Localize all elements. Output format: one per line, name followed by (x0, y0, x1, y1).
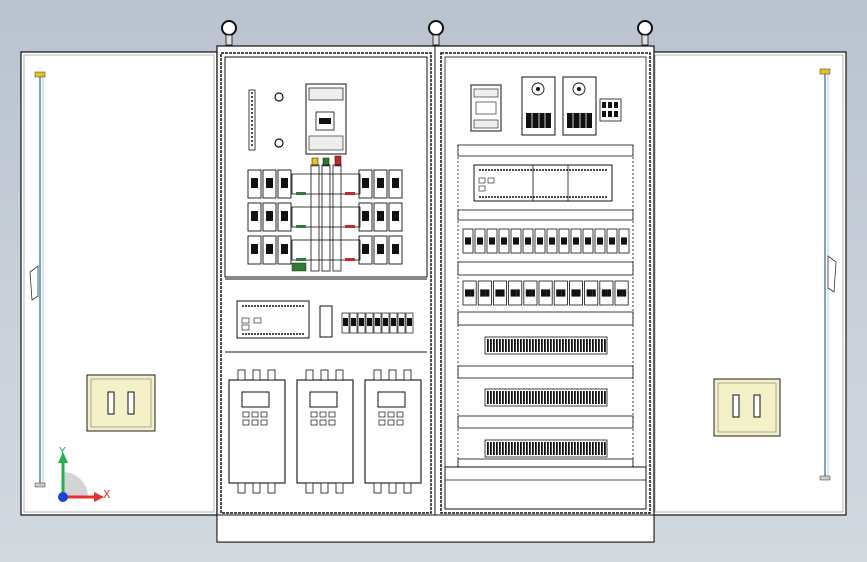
din-terminal (341, 312, 350, 334)
lifting-eye-right (637, 20, 653, 46)
vfd-units (228, 369, 422, 494)
left-plc-module (236, 300, 310, 339)
right-door (651, 51, 847, 516)
busbar-phase-markers (311, 155, 342, 167)
vfd-drive (364, 369, 422, 494)
left-din-terminal-block (341, 312, 414, 334)
branch-breaker (247, 169, 262, 199)
relay-module (486, 228, 498, 254)
left-small-module (319, 305, 333, 338)
relay-module (462, 280, 477, 306)
terminal-strip (484, 336, 608, 355)
din-terminal (373, 312, 382, 334)
right-hinge-rod (819, 68, 837, 481)
relay-module (462, 228, 474, 254)
branch-breaker (262, 202, 277, 232)
lifting-eye-left (221, 20, 237, 46)
relay-module (477, 280, 492, 306)
indicator-lamp-top (274, 92, 284, 102)
relay-module (569, 280, 584, 306)
breaker-wiring (291, 239, 361, 261)
branch-breaker (247, 235, 262, 265)
din-terminal (405, 312, 414, 334)
relay-module (508, 280, 523, 306)
y-axis-label: Y (58, 445, 66, 458)
fuse-block (599, 98, 622, 122)
relay-module (606, 228, 618, 254)
relay-row-2 (462, 280, 629, 306)
relay-module (558, 228, 570, 254)
branch-breaker (388, 235, 403, 265)
small-breaker-unit (470, 84, 502, 132)
coordinate-triad: Y X (58, 445, 111, 502)
relay-module (534, 228, 546, 254)
branch-breaker (277, 235, 292, 265)
relay-module (492, 280, 507, 306)
vfd-drive (296, 369, 354, 494)
relay-module (523, 280, 538, 306)
branch-breaker (262, 169, 277, 199)
relay-module (582, 228, 594, 254)
branch-breaker (388, 202, 403, 232)
vertical-terminal-strip (248, 89, 256, 151)
vfd-drive (228, 369, 286, 494)
relay-module (522, 228, 534, 254)
branch-breaker (373, 235, 388, 265)
din-terminal (397, 312, 406, 334)
branch-breaker (358, 235, 373, 265)
terminal-strip (484, 439, 608, 458)
left-bay (220, 52, 432, 514)
din-terminal (389, 312, 398, 334)
main-circuit-breaker (305, 83, 347, 155)
branch-breaker (388, 169, 403, 199)
din-rail-separators (457, 144, 634, 468)
branch-breaker (358, 169, 373, 199)
relay-module (546, 228, 558, 254)
relay-module (570, 228, 582, 254)
terminal-strips (484, 336, 608, 458)
power-supply-1 (521, 76, 556, 136)
breaker-rows (247, 169, 403, 272)
right-plc-module (473, 164, 613, 202)
relay-module (538, 280, 553, 306)
branch-breaker (262, 235, 277, 265)
relay-module (474, 228, 486, 254)
relay-module (599, 280, 614, 306)
din-terminal (365, 312, 374, 334)
breaker-wiring (291, 173, 361, 195)
relay-module (614, 280, 629, 306)
branch-breaker (277, 169, 292, 199)
x-axis-label: X (103, 488, 111, 501)
breaker-wiring (291, 206, 361, 228)
left-door (20, 51, 218, 516)
relay-module (510, 228, 522, 254)
relay-module (618, 228, 630, 254)
branch-breaker (373, 202, 388, 232)
branch-breaker (358, 202, 373, 232)
right-door-handle[interactable] (713, 378, 781, 437)
relay-module (553, 280, 568, 306)
relay-module (584, 280, 599, 306)
lifting-eye-center (428, 20, 444, 46)
branch-breaker (373, 169, 388, 199)
left-door-handle[interactable] (86, 374, 156, 432)
din-terminal (381, 312, 390, 334)
terminal-strip (484, 388, 608, 407)
relay-module (594, 228, 606, 254)
busbar-vertical (310, 164, 342, 272)
din-terminal (357, 312, 366, 334)
relay-module (498, 228, 510, 254)
power-supply-2 (562, 76, 597, 136)
right-bay (440, 52, 651, 514)
branch-breaker (247, 202, 262, 232)
indicator-lamp-bottom (274, 138, 284, 148)
din-terminal (349, 312, 358, 334)
branch-breaker (277, 202, 292, 232)
left-hinge-rod (29, 71, 46, 488)
relay-row-1 (462, 228, 630, 254)
